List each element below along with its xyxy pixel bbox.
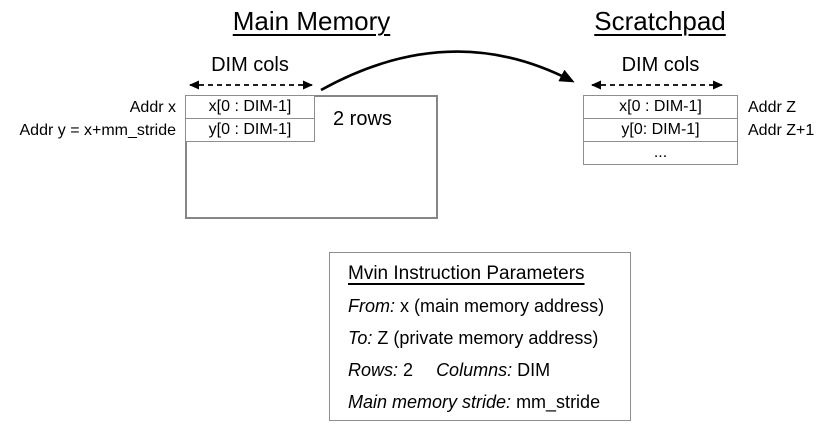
main-memory-row-x: x[0 : DIM-1] bbox=[185, 95, 315, 119]
main-memory-dim-cols-label: DIM cols bbox=[211, 54, 289, 76]
columns-label: Columns: bbox=[436, 360, 513, 380]
scratchpad-row-y: y[0: DIM-1] bbox=[583, 118, 738, 142]
rows-value: 2 bbox=[403, 360, 414, 380]
from-value: x (main memory address) bbox=[400, 296, 605, 316]
transfer-arrow-icon bbox=[320, 50, 575, 92]
scratchpad-row-x: x[0 : DIM-1] bbox=[583, 95, 738, 119]
mvin-param-stride: Main memory stride: mm_stride bbox=[348, 392, 620, 413]
two-rows-label: 2 rows bbox=[333, 108, 392, 130]
mvin-parameters-title: Mvin Instruction Parameters bbox=[348, 263, 585, 284]
addr-z1-label: Addr Z+1 bbox=[748, 122, 815, 139]
rows-label: Rows: bbox=[348, 360, 399, 380]
to-label: To: bbox=[348, 328, 373, 348]
stride-label: Main memory stride: bbox=[348, 392, 512, 412]
scratchpad-row-ellipsis: ... bbox=[583, 141, 738, 165]
addr-y-label: Addr y = x+mm_stride bbox=[19, 122, 177, 139]
scratchpad-title: Scratchpad bbox=[594, 6, 726, 36]
main-memory-row-y: y[0 : DIM-1] bbox=[185, 118, 315, 142]
to-value: Z (private memory address) bbox=[377, 328, 599, 348]
columns-value: DIM bbox=[517, 360, 551, 380]
mvin-parameters-box: Mvin Instruction Parameters From: x (mai… bbox=[329, 252, 631, 421]
mvin-param-rows-columns: Rows: 2 Columns: DIM bbox=[348, 360, 620, 381]
mvin-param-from: From: x (main memory address) bbox=[348, 296, 620, 317]
main-memory-title: Main Memory bbox=[232, 6, 391, 36]
from-label: From: bbox=[348, 296, 395, 316]
stride-value: mm_stride bbox=[516, 392, 601, 412]
scratchpad-dim-cols-label: DIM cols bbox=[621, 54, 700, 76]
mvin-param-to: To: Z (private memory address) bbox=[348, 328, 620, 349]
addr-x-label: Addr x bbox=[129, 99, 176, 116]
addr-z-label: Addr Z bbox=[748, 99, 797, 116]
